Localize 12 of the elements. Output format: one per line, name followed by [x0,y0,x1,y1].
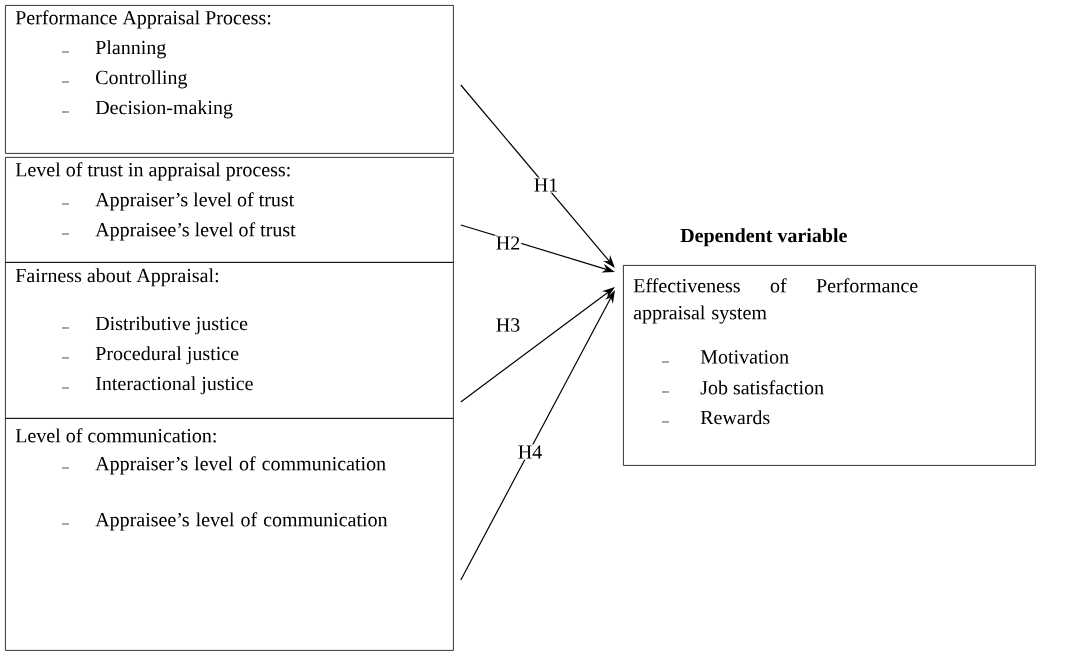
box: Level of trust in appraisal process: Appraiser’s level of trust Appraisee’s level of trust [5,157,454,263]
edge-label: H4 [516,444,544,460]
box: Dependent variable Effectiveness of Performance appraisal system Motivation Job satisfaction Rewards [623,228,1036,466]
node-label: Dependent variable [680,228,847,247]
box: Level of communication: Appraiser’s level of communication Appraisee’s level of communication [5,418,454,651]
arrow [460,84,615,268]
edge-label: H2 [494,235,522,251]
edge-label: H1 [532,177,560,193]
arrow [460,287,615,403]
edge-label: H3 [494,317,522,333]
box: Performance Appraisal Process: Planning Controlling Decision-making [5,5,454,154]
box: Fairness about Appraisal: Distributive justice Procedural justice Interactional justice [5,262,454,419]
